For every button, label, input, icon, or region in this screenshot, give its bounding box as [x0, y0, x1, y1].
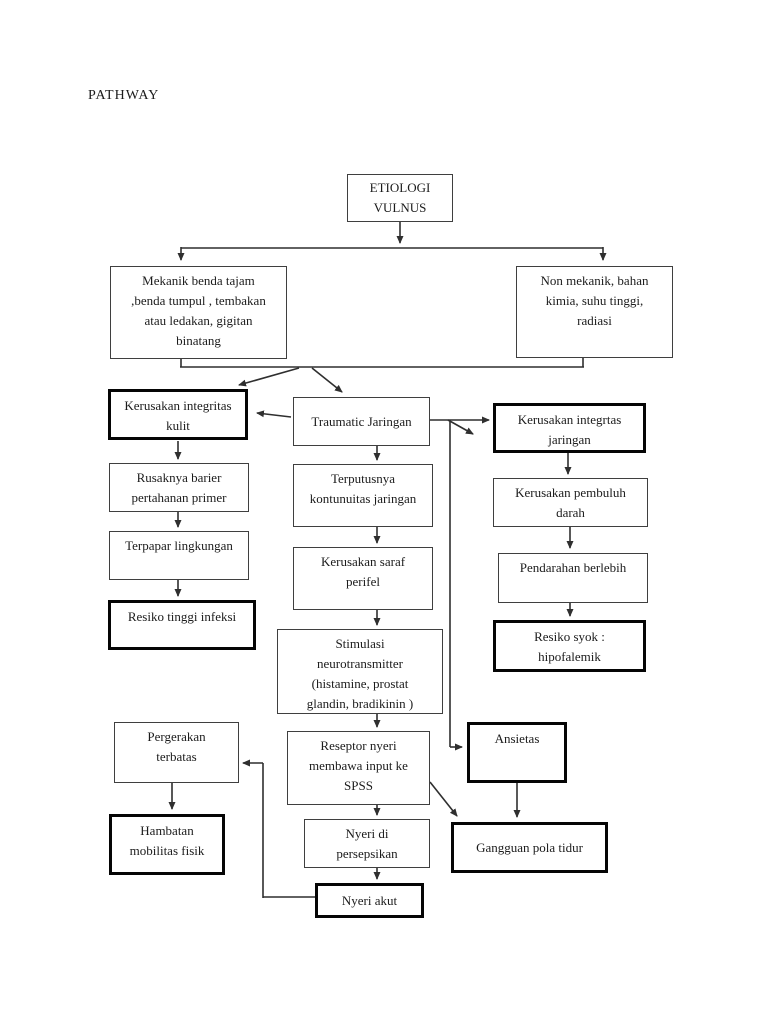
arrow-reseptor-to-tidur [429, 781, 458, 817]
node-etiologi-vulnus: ETIOLOGI VULNUS [347, 174, 453, 222]
node-nyeri-akut: Nyeri akut [315, 883, 424, 918]
node-gangguan-pola-tidur: Gangguan pola tidur [451, 822, 608, 873]
node-mekanik-benda-tajam: Mekanik benda tajam ,benda tumpul , temb… [110, 266, 287, 359]
node-kerusakan-integritas-kulit: Kerusakan integritas kulit [108, 389, 248, 440]
node-nyeri-di-persepsikan: Nyeri di persepsikan [304, 819, 430, 868]
node-ansietas: Ansietas [467, 722, 567, 783]
node-kerusakan-integrtas-jaringan: Kerusakan integrtas jaringan [493, 403, 646, 453]
node-reseptor-nyeri-spss: Reseptor nyeri membawa input ke SPSS [287, 731, 430, 805]
arrow-etiologi-to-branches [177, 222, 607, 261]
node-stimulasi-neurotransmitter: Stimulasi neurotransmitter (histamine, p… [277, 629, 443, 714]
node-traumatic-jaringan: Traumatic Jaringan [293, 397, 430, 446]
page-title: PATHWAY [88, 88, 160, 103]
node-pergerakan-terbatas: Pergerakan terbatas [114, 722, 239, 783]
arrow-traumatic-to-ansietas [449, 420, 463, 751]
node-terputusnya-kontunuitas: Terputusnya kontunuitas jaringan [293, 464, 433, 527]
node-kerusakan-saraf-perifel: Kerusakan saraf perifel [293, 547, 433, 610]
node-hambatan-mobilitas-fisik: Hambatan mobilitas fisik [109, 814, 225, 875]
arrow-traumatic-to-kulit [256, 410, 292, 418]
arrow-traumatic-to-jaringan [430, 416, 490, 435]
node-kerusakan-pembuluh-darah: Kerusakan pembuluh darah [493, 478, 648, 527]
node-resiko-syok-hipofalemik: Resiko syok : hipofalemik [493, 620, 646, 672]
node-resiko-tinggi-infeksi: Resiko tinggi infeksi [108, 600, 256, 650]
node-pendarahan-berlebih: Pendarahan berlebih [498, 553, 648, 603]
arrow-branches-to-trauma [180, 358, 584, 393]
node-rusaknya-barier: Rusaknya barier pertahanan primer [109, 463, 249, 512]
node-non-mekanik: Non mekanik, bahan kimia, suhu tinggi, r… [516, 266, 673, 358]
node-terpapar-lingkungan: Terpapar lingkungan [109, 531, 249, 580]
